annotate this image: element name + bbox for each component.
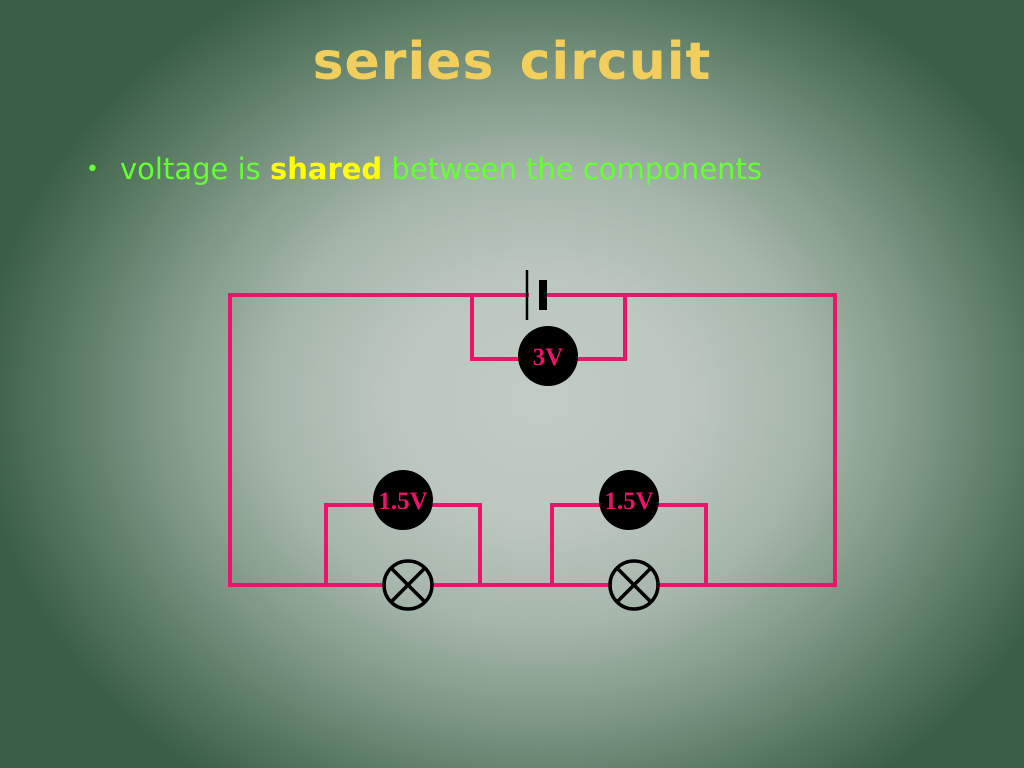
- bullet-text-end: between the components: [382, 152, 763, 186]
- wires: [228, 293, 837, 587]
- voltmeter-icon: 1.5V: [373, 470, 433, 530]
- battery-icon: [525, 270, 547, 320]
- slide-title: series circuit: [312, 32, 712, 92]
- voltmeter-icon: 1.5V: [599, 470, 659, 530]
- bullet-point: • voltage is shared between the component…: [86, 152, 762, 186]
- bulb1-voltmeter-reading: 1.5V: [378, 488, 427, 515]
- bullet-dot-icon: •: [86, 157, 99, 182]
- bulb2-voltmeter-reading: 1.5V: [604, 488, 653, 515]
- bulb2-voltmeter-wire: [550, 503, 708, 587]
- bullet-text-start: voltage is: [120, 152, 270, 186]
- battery-voltmeter-reading: 3V: [533, 344, 564, 371]
- bulb1-voltmeter-wire: [324, 503, 482, 587]
- voltmeter-icon: 3V: [518, 326, 578, 386]
- lamp-icon: [382, 559, 434, 611]
- bullet-text-emphasis: shared: [269, 152, 383, 186]
- battery-voltmeter-wire: [470, 293, 627, 361]
- lamp-icon: [608, 559, 660, 611]
